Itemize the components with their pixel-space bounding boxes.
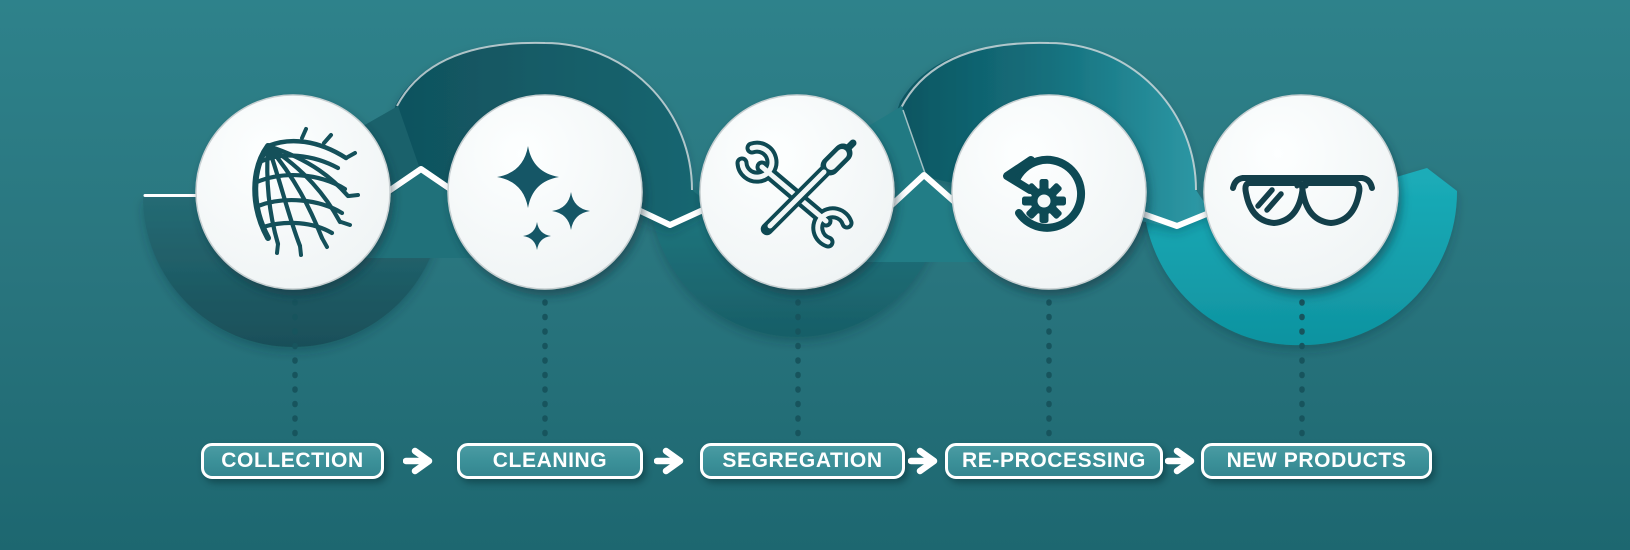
flow-arrow-icon bbox=[908, 447, 942, 475]
sparkles-icon bbox=[497, 146, 590, 250]
flow-arrow-icon bbox=[1165, 447, 1199, 475]
flow-arrow-icon bbox=[403, 447, 437, 475]
crossed-tools-icon bbox=[735, 139, 857, 249]
step-circle-collection bbox=[195, 94, 391, 290]
ribbon-joint-wedge bbox=[352, 172, 492, 258]
gear-icon bbox=[1022, 179, 1066, 223]
step-label-re-processing: RE-PROCESSING bbox=[945, 443, 1163, 479]
step-label-segregation: SEGREGATION bbox=[700, 443, 905, 479]
arc-rim-highlight bbox=[396, 41, 693, 191]
arc-rim-highlight bbox=[900, 41, 1197, 191]
step-label-collection: COLLECTION bbox=[201, 443, 384, 479]
joint-edge-highlight bbox=[902, 109, 927, 177]
step-circle-cleaning bbox=[447, 94, 643, 290]
rotate-gear-icon bbox=[1003, 155, 1086, 232]
ribbon-joint-wedge bbox=[856, 176, 998, 262]
flow-arrow-icon bbox=[654, 447, 688, 475]
step-label-new-products: NEW PRODUCTS bbox=[1201, 443, 1432, 479]
fishing-net-icon bbox=[252, 127, 360, 257]
step-label-cleaning: CLEANING bbox=[457, 443, 643, 479]
sunglasses-icon bbox=[1230, 175, 1375, 226]
